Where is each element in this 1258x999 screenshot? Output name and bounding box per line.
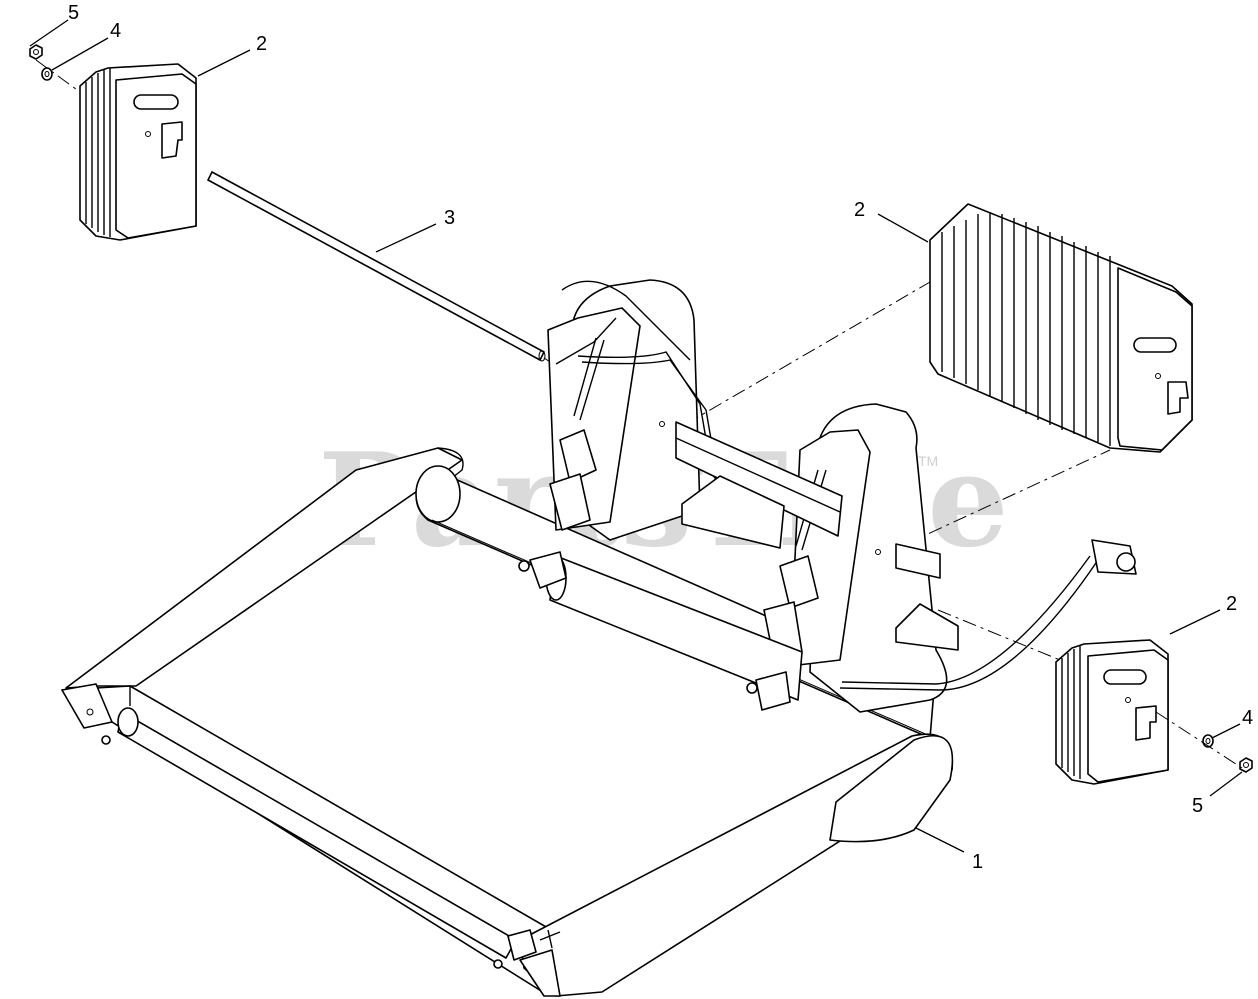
angle-channel-upper [675, 421, 843, 537]
assembly-line-stack-upper [685, 281, 931, 425]
washer-bottom [1202, 734, 1214, 748]
watermark-trademark: TM [918, 453, 938, 469]
assembly-line-bottom-weight [937, 609, 1061, 661]
weight-stack-right [929, 203, 1193, 453]
callout-4-top: 4 [110, 20, 121, 42]
callout-3: 3 [444, 207, 455, 229]
suitcase-weight-bottom-right [1055, 639, 1169, 785]
callout-2-bottom: 2 [1226, 593, 1237, 615]
callout-5-bottom: 5 [1192, 795, 1203, 817]
callout-5-top: 5 [68, 2, 79, 24]
hydraulic-hose [577, 351, 807, 527]
clevis-pin-right [746, 671, 791, 711]
callout-2-right: 2 [854, 199, 865, 221]
callout-2-top: 2 [256, 33, 267, 55]
weight-rod [207, 171, 576, 379]
callout-4-bottom: 4 [1242, 707, 1253, 729]
angle-channel-small [895, 543, 959, 651]
suitcase-weight-left [79, 63, 197, 241]
hex-nut-bottom [1239, 757, 1253, 773]
clevis-pin-left [518, 551, 567, 589]
callout-leaders [29, 19, 1243, 853]
bolt-pin-right [1091, 539, 1137, 575]
hydraulic-cylinder-rear [549, 337, 605, 531]
assembly-line-top [35, 59, 81, 93]
angle-channel-middle [681, 475, 785, 549]
washer-top [41, 67, 53, 81]
lift-frame [61, 447, 954, 997]
assembly-line-bottom [1155, 711, 1243, 769]
callout-1: 1 [972, 851, 983, 873]
hex-nut-top [29, 44, 43, 60]
